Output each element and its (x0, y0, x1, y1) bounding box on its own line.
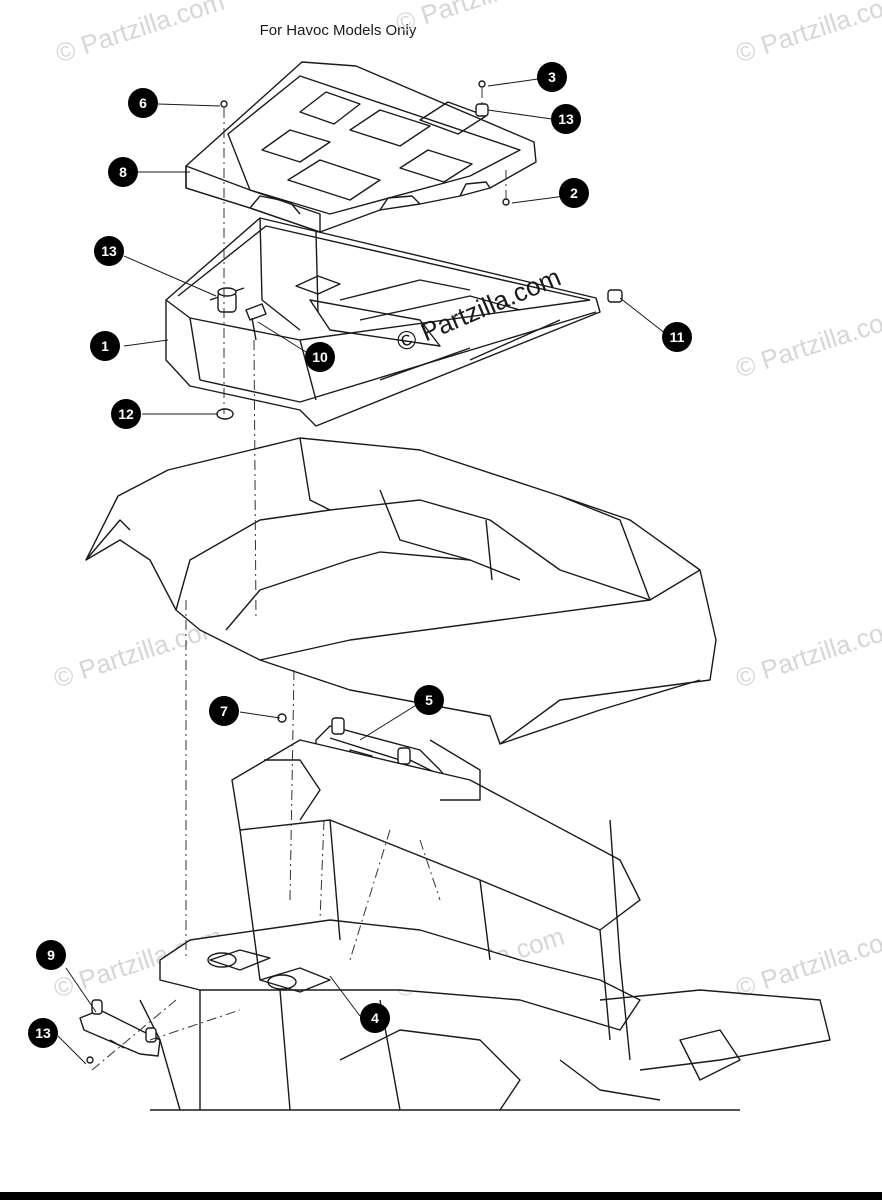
small-parts (86, 80, 623, 1064)
callout-5: 5 (414, 685, 444, 715)
callout-2: 13 (28, 1018, 58, 1048)
callout-8: 8 (108, 157, 138, 187)
bottom-bar (0, 1192, 882, 1200)
callout-7: 7 (209, 696, 239, 726)
chassis-frame-drawing (139, 739, 831, 1111)
front-bracket-drawing (79, 999, 161, 1057)
bed-panel-drawing (85, 437, 717, 745)
callout-1: 1 (90, 331, 120, 361)
callout-13: 13 (551, 104, 581, 134)
rack-frame-drawing (165, 217, 601, 427)
callout-10: 10 (305, 342, 335, 372)
callout-3: 3 (537, 62, 567, 92)
callout-9: 9 (36, 940, 66, 970)
callout-12: 12 (111, 399, 141, 429)
callout-11: 11 (662, 322, 692, 352)
callout-2: 2 (559, 178, 589, 208)
callout-6: 6 (128, 88, 158, 118)
page-title: For Havoc Models Only (259, 22, 417, 39)
callout-13: 13 (94, 236, 124, 266)
rack-mat-drawing (185, 61, 537, 233)
callout-4: 4 (360, 1003, 390, 1033)
